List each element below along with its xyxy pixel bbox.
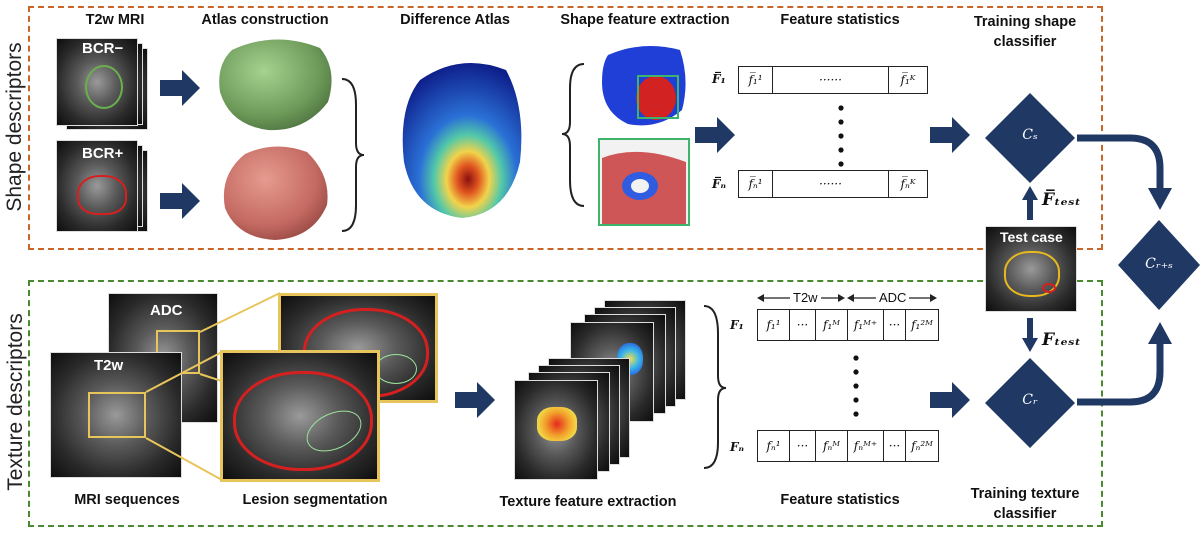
shape-row1-label: F̅₁ [712,72,726,86]
brace-shape-features [561,63,585,207]
texture-descriptors-label: Texture descriptors [4,313,27,491]
texture-t2w-map [514,380,598,480]
texture-row1-cell: ··· [790,310,816,340]
header-atlas-construction: Atlas construction [201,12,329,28]
combined-classifier-label: Cᵣ₊ₛ [1145,256,1173,272]
shape-feature-blue-mesh [602,46,686,126]
shape-test-feature: F̅ₜₑₛₜ [1042,190,1081,210]
shape-row1-table: f̅₁¹ ······ f̅₁ᴷ [738,66,928,94]
header-lesion-segmentation: Lesion segmentation [242,492,388,508]
header-texture-feature-extraction: Texture feature extraction [499,494,677,510]
header-difference-atlas: Difference Atlas [400,12,510,28]
label-bcr-negative: BCR− [82,40,124,57]
shape-classifier-label: Cₛ [1022,127,1038,143]
mri-bcr-positive [56,140,138,232]
test-case-contour [1004,251,1060,297]
header-training-shape-classifier: Training shape classifier [973,14,1077,50]
header-shape-feature-extraction: Shape feature extraction [560,12,730,28]
shape-classifier-diamond [985,93,1075,183]
red-atlas-shape [223,146,328,240]
texture-classifier-label: Cᵣ [1022,392,1038,408]
arrow-mri-to-atlas-top [160,70,200,106]
header-feature-statistics-shape: Feature statistics [780,12,900,28]
shape-descriptors-panel [28,6,1103,250]
shape-feature-zoom [598,138,690,226]
combined-classifier-diamond [1118,220,1200,310]
texture-rowN-table: fₙ¹ ··· fₙᴹ fₙᴹ⁺ ··· fₙ²ᴹ [757,430,939,462]
header-training-texture-classifier: Training texture classifier [970,486,1080,522]
shape-descriptors-label: Shape descriptors [3,42,26,212]
texture-row1-table: f₁¹ ··· f₁ᴹ f₁ᴹ⁺ ··· f₁²ᴹ [757,309,939,341]
brace-texture-features [703,305,727,469]
bcr-negative-contour [85,65,123,109]
shape-row1-cell: ······ [773,67,889,93]
texture-rowN-cell: fₙᴹ [816,431,848,461]
arrow-to-shape-classifier [930,117,970,153]
texture-span-adc: ADC [876,290,910,305]
bcr-positive-contour [77,175,127,215]
arrow-to-texture-extraction [455,382,495,418]
texture-ellipsis-vertical [853,355,859,417]
mri-bcr-negative [56,38,138,126]
texture-span-arrows [757,294,937,302]
adc-zoom-lesion-contour [375,354,417,384]
arrow-to-shape-stats [695,117,735,153]
texture-row1-cell: f₁²ᴹ [911,318,933,332]
green-atlas-shape [219,39,332,131]
texture-row1-cell: ··· [884,310,906,340]
arrow-texture-to-combined [1077,322,1172,406]
t2w-roi-box [88,392,146,438]
texture-row1-cell: f₁¹ [758,310,790,340]
arrow-test-to-shape [1022,186,1038,220]
shape-rowN-table: f̅ₙ¹ ······ f̅ₙᴷ [738,170,928,198]
shape-rowN-cell: f̅ₙᴷ [900,177,916,191]
shape-rowN-cell: f̅ₙ¹ [739,171,773,197]
arrow-shape-to-combined [1077,134,1172,210]
texture-rowN-cell: fₙ¹ [758,431,790,461]
difference-atlas-heatmap [402,62,522,219]
texture-rowN-cell: fₙ²ᴹ [911,439,933,453]
texture-rowN-label: Fₙ [730,440,745,454]
shape-ellipsis-vertical [838,105,844,167]
arrow-test-to-texture [1022,318,1038,352]
shape-rowN-label: F̅ₙ [712,177,727,191]
texture-rowN-cell: fₙᴹ⁺ [848,431,884,461]
t2w-zoom-image [220,350,380,482]
shape-row1-cell: f̅₁ᴷ [900,73,916,87]
texture-row1-cell: f₁ᴹ⁺ [848,310,884,340]
texture-span-t2w: T2w [790,290,821,305]
test-case-mri [985,226,1077,312]
texture-row1-label: F₁ [730,318,744,332]
shape-row1-cell: f̅₁¹ [739,67,773,93]
texture-test-feature: Fₜₑₛₜ [1042,330,1081,350]
arrow-mri-to-atlas-bottom [160,183,200,219]
label-bcr-positive: BCR+ [82,145,124,162]
test-case-lesion [1042,283,1056,293]
t2w-zoom-prostate-contour [233,371,373,471]
header-t2w-mri: T2w MRI [85,12,145,28]
texture-rowN-cell: ··· [884,431,906,461]
texture-classifier-diamond [985,358,1075,448]
texture-row1-cell: f₁ᴹ [816,310,848,340]
label-test-case: Test case [1000,229,1063,245]
label-t2w: T2w [94,357,124,374]
shape-rowN-cell: ······ [773,171,889,197]
header-mri-sequences: MRI sequences [74,492,180,508]
brace-atlas [341,78,365,232]
texture-rowN-cell: ··· [790,431,816,461]
header-feature-statistics-texture: Feature statistics [780,492,900,508]
arrow-to-texture-classifier [930,382,970,418]
label-adc: ADC [150,302,183,319]
texture-t2w-blob [537,407,577,441]
